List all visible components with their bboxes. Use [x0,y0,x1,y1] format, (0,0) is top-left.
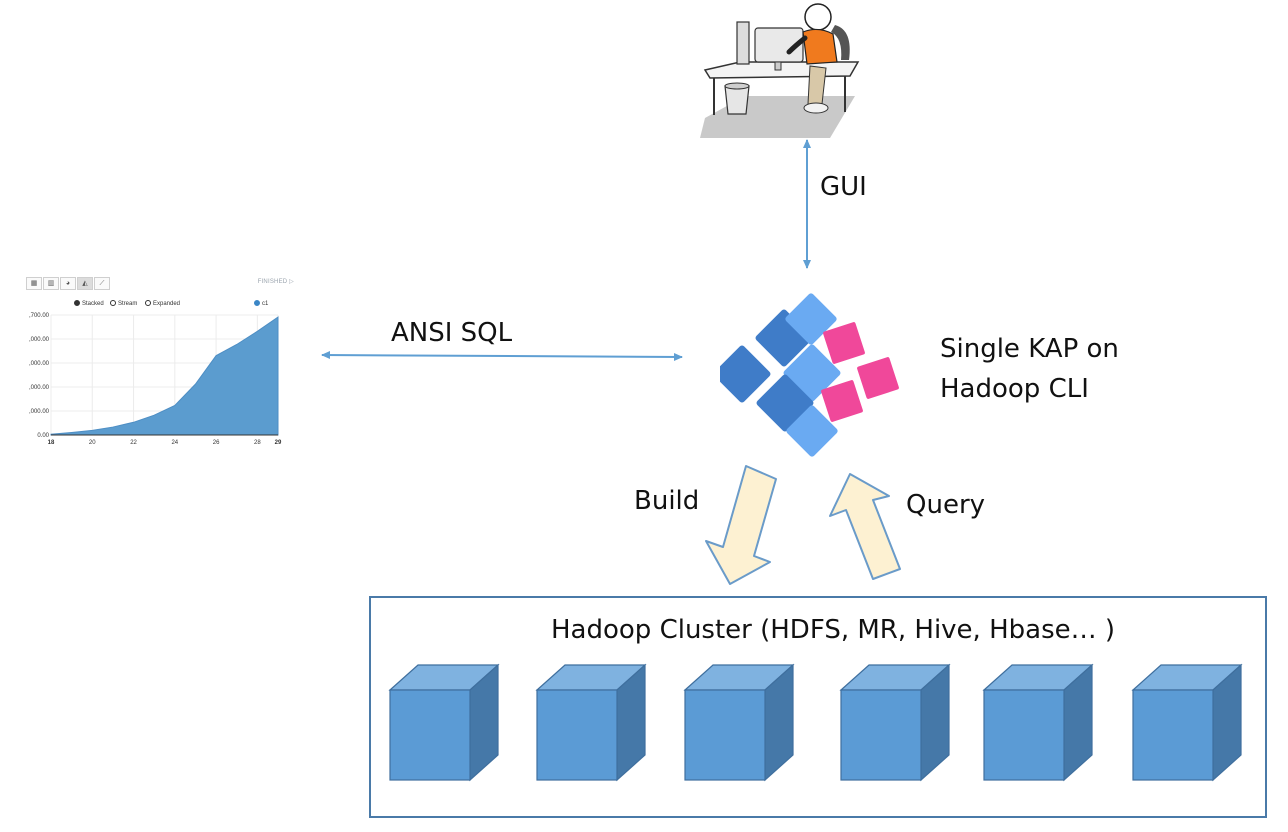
cluster-node-cube [683,663,795,782]
logo-square [857,357,899,399]
computer-tower-icon [736,21,750,65]
series-legend-label: c1 [262,301,269,307]
x-tick-label: 28 [254,440,261,446]
line-chart-icon[interactable]: ⟋ [94,277,110,290]
stacked-label: Stacked [82,301,104,307]
cluster-node-cube [388,663,500,782]
build-block-arrow [705,465,777,585]
table-icon[interactable]: ▦ [26,277,42,290]
person-shirt-icon [802,28,838,65]
x-tick-label: 22 [130,440,137,446]
area-chart-icon[interactable]: ◭ [77,277,93,290]
query-label: Query [906,490,986,520]
chart-toolbar: ▦ ▥ ◕ ◭ ⟋ [26,277,111,290]
logo-square [821,380,863,422]
query-block-arrow [829,473,901,580]
radio-selected-icon [74,300,80,306]
cluster-node-cube [1131,663,1243,782]
logo-square [786,405,838,457]
ansi-sql-label: ANSI SQL [391,318,513,348]
gui-label: GUI [820,172,867,202]
stream-label: Stream [118,301,138,307]
area-series-c1 [50,316,279,436]
x-tick-label: 20 [89,440,96,446]
x-tick-label: 18 [48,440,55,446]
y-tick-label: 0.00 [37,433,49,439]
logo-square [785,293,837,345]
cluster-node-cube [982,663,1094,782]
cluster-node-cube [535,663,647,782]
expanded-option[interactable]: Expanded [145,300,180,307]
y-tick-label: ,000.00 [29,361,50,367]
cube-front [983,689,1065,781]
cube-front [1132,689,1214,781]
area-chart: ,700.00 ,000.00 ,000.00 ,000.00 ,000.00 0.001… [29,313,282,446]
y-tick-label: ,000.00 [29,337,50,343]
stream-option[interactable]: Stream [110,300,137,307]
y-tick-label: ,000.00 [29,409,50,415]
x-tick-label: 24 [171,440,178,446]
kap-logo [720,293,899,457]
x-tick-label: 29 [275,440,282,446]
radio-icon [145,300,151,306]
pie-chart-icon[interactable]: ◕ [60,277,76,290]
expanded-label: Expanded [153,301,181,307]
radio-icon [110,300,116,306]
kap-label-line2: Hadoop CLI [940,374,1089,404]
cube-front [389,689,471,781]
cluster-title: Hadoop Cluster (HDFS, MR, Hive, Hbase… ) [551,615,1116,645]
cube-front [536,689,618,781]
cluster-node-cube [839,663,951,782]
status-text: FINISHED ▷ [257,279,294,285]
hadoop-cluster-box [369,596,1267,818]
user-at-desk-illustration [700,3,860,138]
logo-square [823,322,865,364]
chair-icon [831,25,850,60]
cube-front [684,689,766,781]
build-label: Build [634,486,700,516]
logo-square [720,345,771,403]
kap-label-line1: Single KAP on [940,334,1119,364]
ansi-sql-arrow [321,351,683,361]
cube-front [840,689,922,781]
y-tick-label: ,000.00 [29,385,50,391]
x-tick-label: 26 [213,440,220,446]
y-tick-label: ,700.00 [29,313,50,319]
series-dot-icon [254,300,260,306]
bar-chart-icon[interactable]: ▥ [43,277,59,290]
series-legend[interactable]: c1 [254,300,268,307]
stacked-option[interactable]: Stacked [74,300,104,307]
chart-panel: ▦ ▥ ◕ ◭ ⟋ FINISHED ▷ Stacked Stream Expa… [26,273,294,453]
